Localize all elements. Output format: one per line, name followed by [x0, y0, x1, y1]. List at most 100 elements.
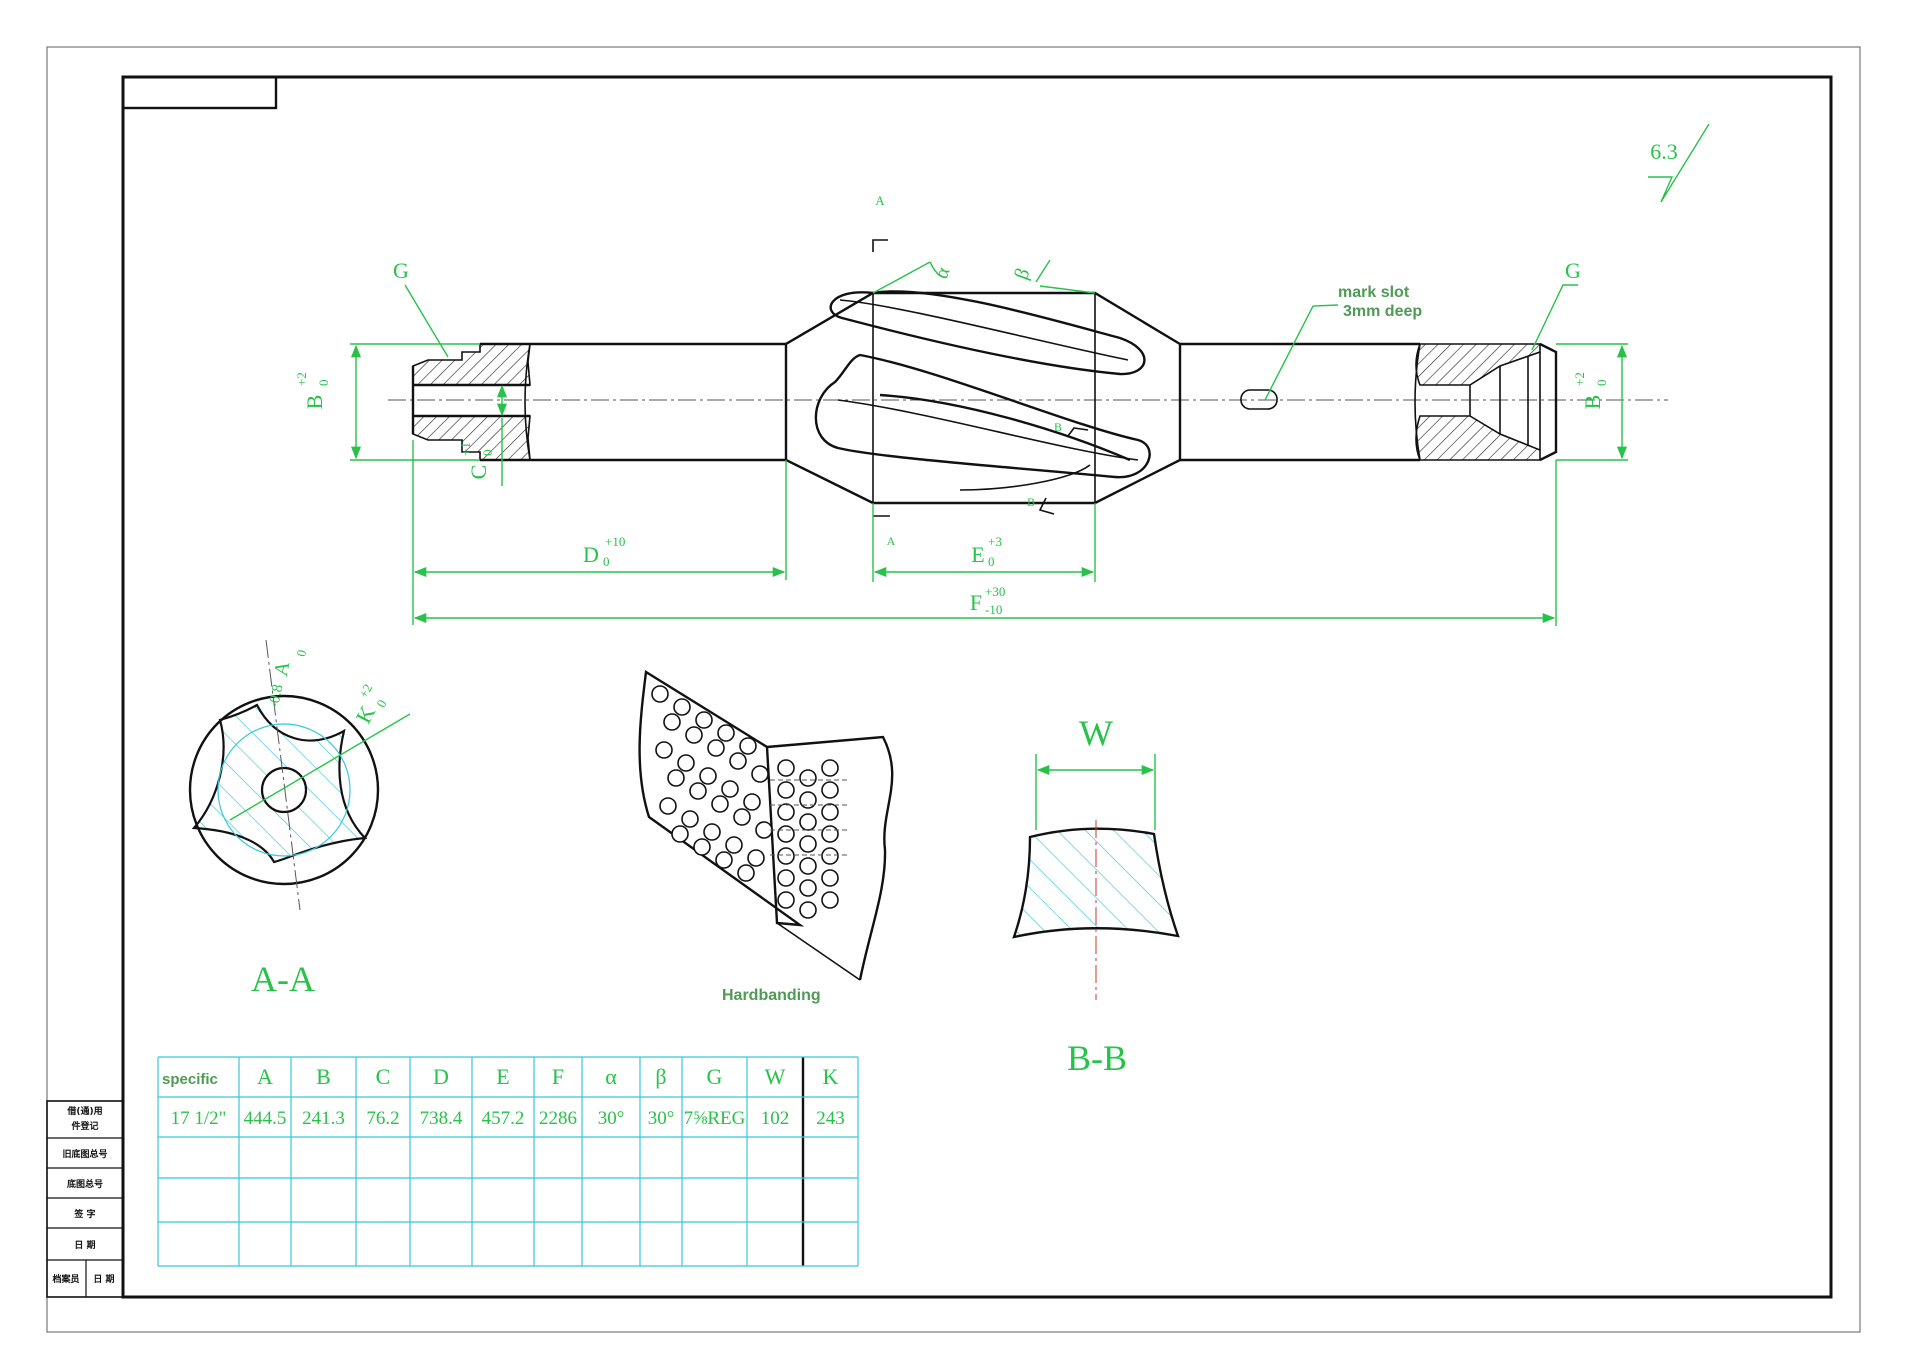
thread-g-left: G — [393, 258, 409, 283]
carbide-insert — [699, 767, 717, 785]
carbide-insert — [777, 847, 795, 865]
carbide-insert — [655, 741, 673, 759]
angle-alpha-label: α — [930, 264, 954, 282]
table-cell: 102 — [761, 1108, 790, 1129]
carbide-insert — [681, 810, 699, 828]
table-cell: 444.5 — [244, 1108, 287, 1129]
section-a-a-view: A -0.8 0 K +2 0 A-A — [188, 639, 411, 999]
carbide-insert — [663, 713, 681, 731]
carbide-insert — [799, 813, 817, 831]
section-mark-b-lower: B — [1027, 495, 1035, 509]
dimension-d: D +10 0 — [412, 440, 787, 625]
side-block-text: 签 字 — [73, 1208, 95, 1220]
carbide-insert — [673, 698, 691, 716]
section-mark-a-top: A — [875, 193, 885, 208]
svg-text:+3: +3 — [988, 534, 1002, 549]
section-mark-a-bottom: A — [887, 534, 896, 548]
svg-text:A: A — [270, 659, 295, 678]
carbide-insert — [703, 823, 721, 841]
table-header-cell: C — [376, 1064, 391, 1089]
side-block-text: 件登记 — [71, 1120, 98, 1132]
side-block-text: 档案员 — [52, 1273, 79, 1285]
dimension-e: E +3 0 — [872, 503, 1096, 582]
section-b-b-title: B-B — [1067, 1038, 1127, 1078]
carbide-insert — [799, 901, 817, 919]
carbide-insert — [821, 781, 839, 799]
section-mark-b-upper: B — [1054, 420, 1062, 434]
svg-text:0: 0 — [316, 380, 331, 387]
dimension-b-left: B +2 0 — [294, 343, 480, 461]
carbide-insert — [725, 836, 743, 854]
side-block-text: 日 期 — [93, 1273, 114, 1285]
table-header-cell: A — [257, 1064, 273, 1089]
box-section-lower — [1415, 415, 1541, 461]
svg-text:+2: +2 — [294, 372, 309, 386]
table-cell: 2286 — [539, 1108, 577, 1129]
roughness-value: 6.3 — [1650, 139, 1678, 164]
stabilizer-elevation-view: A A B B α β G G mark slot 3mm deep B +2 — [294, 193, 1668, 626]
svg-text:+2: +2 — [1572, 372, 1587, 386]
carbide-insert — [733, 808, 751, 826]
side-block-text: 底图总号 — [67, 1178, 103, 1190]
table-cell: 30° — [648, 1108, 675, 1129]
table-cell: 76.2 — [366, 1108, 399, 1129]
table-header-cell: E — [496, 1064, 509, 1089]
carbide-insert — [707, 739, 725, 757]
table-header-cell: D — [433, 1064, 449, 1089]
carbide-insert — [799, 769, 817, 787]
carbide-insert — [751, 765, 769, 783]
dimension-w-label: W — [1079, 713, 1113, 753]
table-cell: 738.4 — [420, 1108, 463, 1129]
carbide-insert — [821, 847, 839, 865]
carbide-insert — [821, 825, 839, 843]
carbide-insert — [821, 891, 839, 909]
svg-text:0: 0 — [373, 697, 389, 710]
carbide-insert — [777, 759, 795, 777]
hardbanding-label: Hardbanding — [722, 987, 821, 1004]
svg-text:-10: -10 — [985, 602, 1002, 617]
dimension-b-right: B +2 0 — [1556, 343, 1628, 461]
dimension-f: F +30 -10 — [413, 460, 1557, 626]
carbide-insert — [755, 821, 773, 839]
carbide-insert — [651, 685, 669, 703]
table-header-cell: specific — [162, 1071, 218, 1088]
carbide-insert — [677, 754, 695, 772]
carbide-insert — [799, 879, 817, 897]
table-cell: 457.2 — [482, 1108, 525, 1129]
svg-text:K: K — [351, 701, 381, 727]
carbide-insert — [799, 857, 817, 875]
table-header-cell: β — [655, 1064, 666, 1089]
carbide-insert — [743, 793, 761, 811]
drawing-frame — [121, 75, 1833, 1299]
dimension-c: C +1 0 — [458, 384, 508, 486]
thread-g-right: G — [1565, 258, 1581, 283]
side-block-text: 日 期 — [74, 1239, 95, 1251]
table-cell: 241.3 — [302, 1108, 345, 1129]
table-header-cell: K — [823, 1064, 839, 1089]
carbide-insert — [721, 780, 739, 798]
table-header-cell: α — [605, 1064, 617, 1089]
carbide-insert — [729, 752, 747, 770]
carbide-insert — [695, 711, 713, 729]
table-header-cell: W — [765, 1064, 786, 1089]
svg-text:0: 0 — [1594, 380, 1609, 387]
carbide-insert — [693, 838, 711, 856]
table-cell: 30° — [598, 1108, 625, 1129]
svg-text:B: B — [302, 395, 327, 410]
svg-text:0: 0 — [603, 554, 610, 569]
table-cell: 17 1/2" — [171, 1108, 227, 1129]
carbide-insert-grid-left — [651, 685, 773, 882]
carbide-insert — [717, 724, 735, 742]
svg-text:+10: +10 — [605, 534, 625, 549]
svg-text:-0.8: -0.8 — [266, 683, 287, 710]
carbide-insert — [711, 795, 729, 813]
surface-roughness-symbol: 6.3 — [1648, 123, 1710, 203]
carbide-insert — [777, 869, 795, 887]
carbide-insert — [777, 825, 795, 843]
carbide-insert — [667, 769, 685, 787]
svg-text:0: 0 — [293, 648, 309, 657]
table-cell: 243 — [816, 1108, 845, 1129]
carbide-insert — [671, 825, 689, 843]
